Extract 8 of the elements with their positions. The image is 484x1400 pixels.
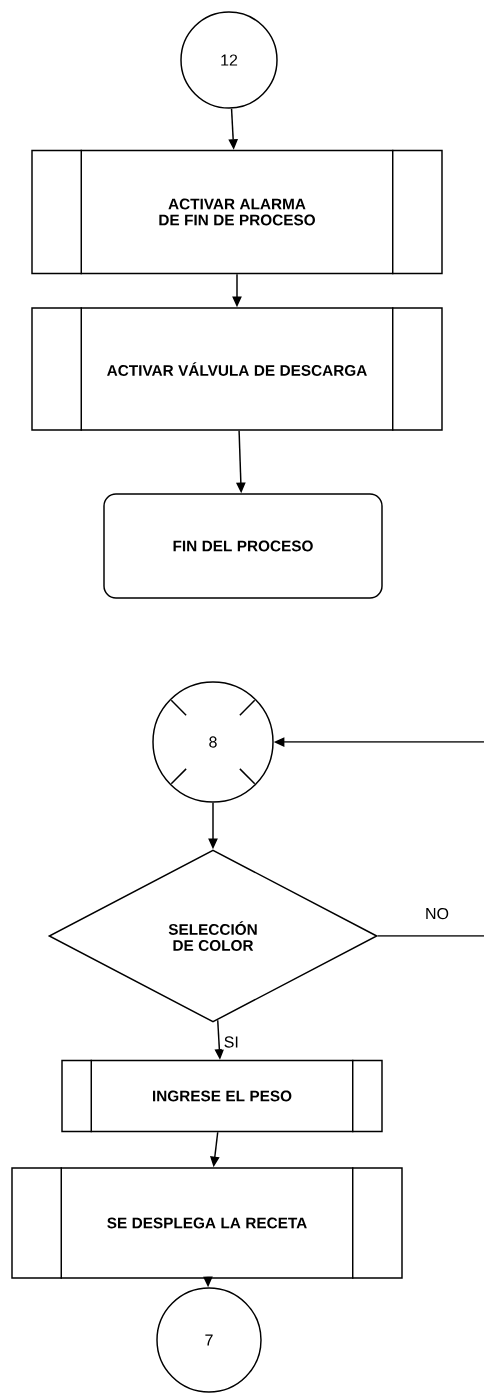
process-box: ACTIVAR VÁLVULA DE DESCARGA — [31, 306, 443, 432]
terminal-box: FIN DEL PROCESO — [103, 493, 383, 599]
process-box: ACTIVAR ALARMA DE FIN DE PROCESO — [31, 149, 443, 275]
edge-label: SI — [221, 1034, 241, 1050]
process-box: SE DESPLEGA LA RECETA — [11, 1166, 403, 1280]
connector-line — [377, 935, 484, 937]
process-box: INGRESE EL PESO — [61, 1059, 383, 1133]
edge-label: NO — [423, 905, 451, 922]
